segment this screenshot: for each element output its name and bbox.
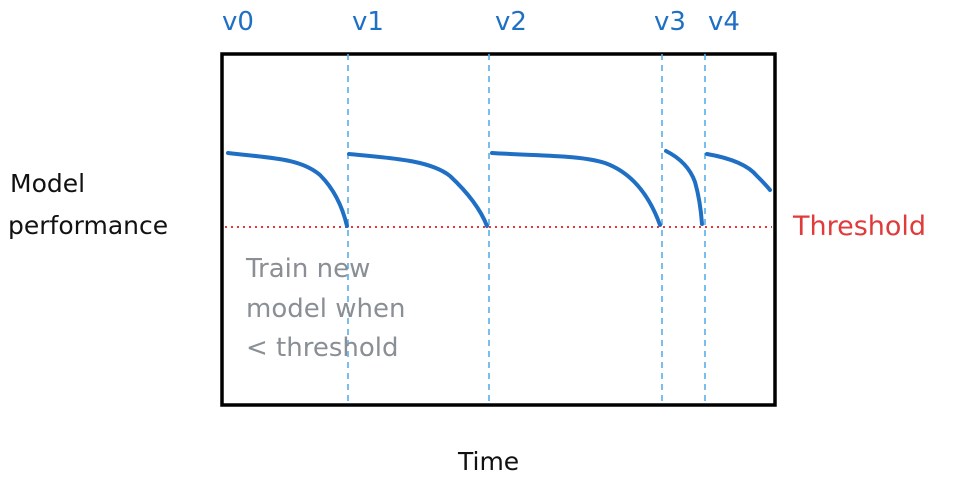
y-axis-label-line2: performance [8,211,168,240]
y-axis-label-line1: Model [10,169,85,198]
version-label-v3: v3 [654,7,686,37]
version-label-v0: v0 [222,7,254,37]
curve-v0 [226,151,349,228]
threshold-label: Threshold [792,211,926,242]
annotation-line-1: Train new [245,254,370,284]
curve-v1 [347,152,489,228]
x-axis-label: Time [457,447,519,476]
annotation-line-2: model when [246,294,405,324]
plot-frame [220,52,777,407]
version-label-v1: v1 [352,7,384,37]
performance-curves [226,149,772,228]
curve-v4 [705,152,772,192]
curve-v3 [664,149,704,226]
curve-v2 [490,151,662,227]
version-label-v2: v2 [495,7,527,37]
annotation-line-3: < threshold [246,333,399,363]
version-dividers [347,54,706,405]
version-label-v4: v4 [708,7,740,37]
